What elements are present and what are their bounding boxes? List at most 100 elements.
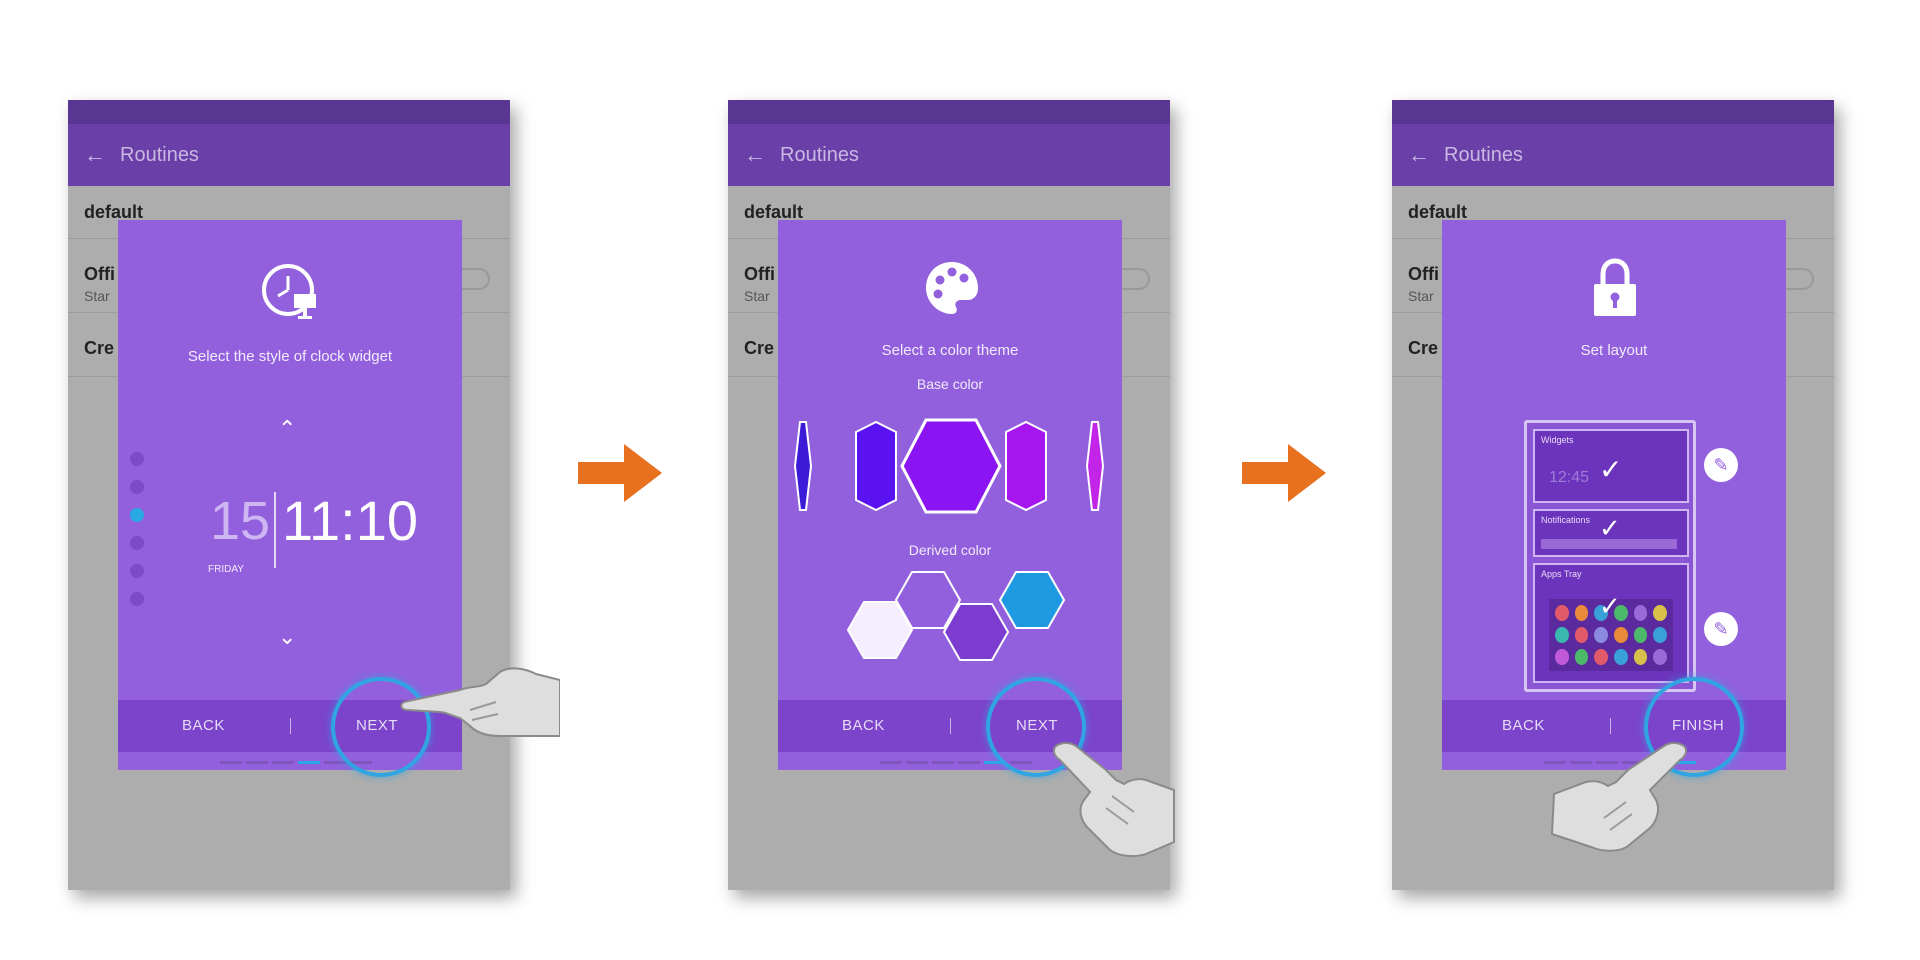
list-item-default[interactable]: default [84,202,144,222]
progress-segment [958,761,980,764]
app-icon [1555,627,1569,643]
progress-segment [324,761,346,764]
app-icon [1653,605,1667,621]
phone-screen-3: ← Routines default Offi Star Cre Set lay… [1392,100,1834,890]
derived-color-picker [846,571,1066,661]
back-arrow-icon[interactable]: ← [84,142,106,167]
footer-divider [1610,718,1611,734]
clock-day-number: 15 [210,491,271,551]
status-bar [1392,100,1834,124]
list-item-default[interactable]: default [1408,202,1468,222]
derived-color-label: Derived color [908,542,992,558]
progress-segment [220,761,242,764]
list-item-create[interactable]: Cre [1408,338,1439,358]
notification-bar [1541,539,1677,549]
list-item-create[interactable]: Cre [744,338,775,358]
back-arrow-icon[interactable]: ← [1408,142,1430,167]
flow-arrow-icon [1242,444,1326,502]
app-bar: ← Routines [728,124,1170,186]
pointing-hand-icon [1550,742,1688,852]
app-icon [1614,627,1628,643]
list-item-office[interactable]: Offi [1408,264,1439,284]
phone-screen-2: ← Routines default Offi Star Cre Select … [728,100,1170,890]
base-color-option-selected[interactable] [900,418,1002,514]
list-item-office-subtitle: Star [1408,288,1434,304]
list-item-default[interactable]: default [744,202,804,222]
app-icon [1574,605,1589,621]
app-icon [1594,605,1608,621]
progress-segment [906,761,928,764]
layout-card-notifications[interactable]: Notifications ✓ [1533,509,1689,557]
progress-segment [1622,761,1644,764]
progress-segment [272,761,294,764]
dialog-title: Select a color theme [881,342,1019,359]
app-icon [1633,627,1648,643]
progress-segment [880,761,902,764]
app-icon [1594,649,1608,665]
style-page-dots [130,452,144,606]
layout-preview: Widgets 12:45 ✓ Notifications ✓ Apps Tra… [1524,420,1696,692]
setup-dialog: Select a color theme Base color Derived … [778,220,1122,770]
tap-highlight-ring [1644,677,1744,777]
back-button[interactable]: BACK [1502,717,1545,734]
dialog-title: Select the style of clock widget [187,348,393,365]
tap-highlight-ring [331,677,431,777]
app-icon [1633,649,1648,665]
list-item-office[interactable]: Offi [744,264,775,284]
clock-widget-icon [262,264,316,319]
page-dot[interactable] [130,536,144,550]
list-item-create[interactable]: Cre [84,338,115,358]
list-item-office-subtitle: Star [744,288,770,304]
footer-divider [290,718,291,734]
check-icon: ✓ [1599,513,1621,543]
app-icon [1574,627,1589,643]
clock-day-name: FRIDAY [208,564,244,575]
widget-clock-hint: 12:45 [1549,469,1590,486]
app-bar-title: Routines [780,143,859,166]
chevron-down-icon[interactable]: ⌄ [278,624,297,649]
page-dot[interactable] [130,592,144,606]
flow-arrow-icon [578,444,662,502]
base-color-option[interactable] [1085,421,1105,511]
page-dot[interactable] [130,564,144,578]
back-button[interactable]: BACK [842,717,885,734]
progress-segment [932,761,954,764]
derived-color-option[interactable] [998,571,1066,629]
dialog-title: Set layout [1580,342,1648,359]
tap-highlight-ring [986,677,1086,777]
derived-color-option-selected[interactable] [942,603,1010,661]
base-color-label: Base color [916,376,984,392]
back-arrow-icon[interactable]: ← [744,142,766,167]
app-icon [1594,627,1608,643]
page-dot[interactable] [130,452,144,466]
progress-segment [1544,761,1566,764]
pointing-hand-icon [400,667,560,737]
app-icon [1574,649,1589,665]
list-item-office[interactable]: Offi [84,264,115,284]
clock-separator [274,492,276,568]
derived-color-option[interactable] [894,571,962,629]
setup-dialog: Select the style of clock widget ⌃ 15 11… [118,220,462,770]
page-dot-active[interactable] [130,508,144,522]
app-icon [1653,627,1667,643]
base-color-option[interactable] [855,420,897,512]
app-icon [1653,649,1667,665]
layout-card-label: Widgets [1541,435,1574,445]
edit-widgets-button[interactable]: ✎ [1704,448,1738,482]
clock-time: 11:10 [282,489,418,552]
edit-apps-tray-button[interactable]: ✎ [1704,612,1738,646]
layout-card-widgets[interactable]: Widgets 12:45 ✓ [1533,429,1689,503]
base-color-option[interactable] [793,421,813,511]
app-icon [1614,605,1628,621]
base-color-option[interactable] [1005,420,1047,512]
progress-segment [1596,761,1618,764]
app-icon [1633,605,1648,621]
layout-card-label: Apps Tray [1541,569,1582,579]
app-bar: ← Routines [68,124,510,186]
check-icon: ✓ [1599,591,1621,621]
derived-color-option[interactable] [846,601,914,659]
layout-card-apps-tray[interactable]: Apps Tray [1533,563,1689,683]
chevron-up-icon[interactable]: ⌃ [278,416,297,441]
back-button[interactable]: BACK [182,717,225,734]
page-dot[interactable] [130,480,144,494]
